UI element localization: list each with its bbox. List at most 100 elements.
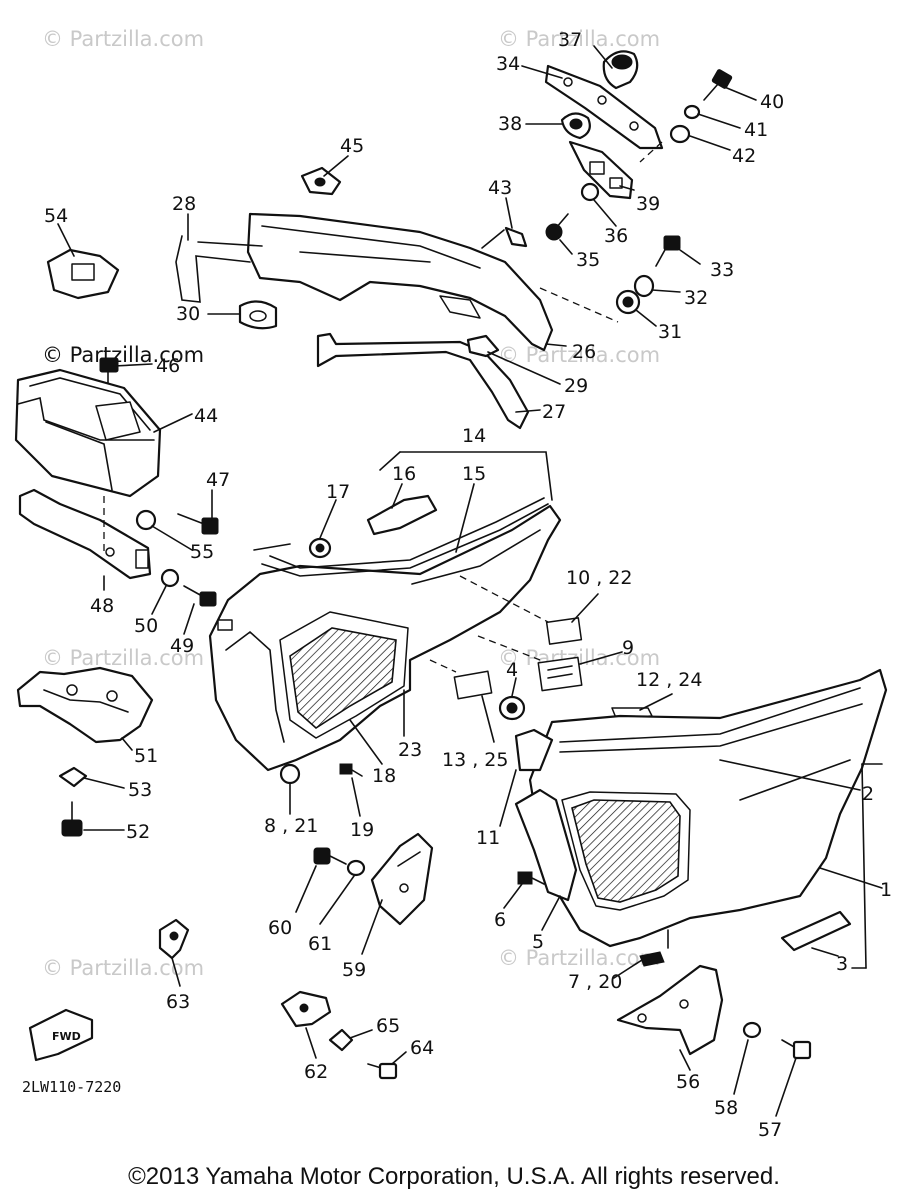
callout-50: 50 (134, 615, 158, 637)
cap-21 (279, 763, 301, 785)
bracket-54 (46, 248, 120, 300)
callout-27: 27 (542, 401, 566, 423)
callout-8-21: 8 , 21 (264, 815, 318, 837)
bolt-33 (655, 235, 681, 267)
side-cover-right (528, 668, 888, 948)
clamp-29 (466, 334, 500, 358)
damper-16 (366, 494, 438, 536)
callout-16: 16 (392, 463, 416, 485)
watermark-text: © Partzilla.com (42, 646, 204, 670)
leader-lines (57, 45, 883, 1117)
callout-60: 60 (268, 917, 292, 939)
callout-52: 52 (126, 821, 150, 843)
callout-61: 61 (308, 933, 332, 955)
callout-38: 38 (498, 113, 522, 135)
callout-10-22: 10 , 22 (566, 567, 632, 589)
callout-23: 23 (398, 739, 422, 761)
callout-49: 49 (170, 635, 194, 657)
callout-5: 5 (532, 931, 544, 953)
damper-53 (58, 766, 88, 788)
callout-43: 43 (488, 177, 512, 199)
callout-18: 18 (372, 765, 396, 787)
callout-19: 19 (350, 819, 374, 841)
nut-65 (328, 1028, 354, 1052)
trim-15 (261, 497, 549, 577)
emblem-3 (780, 910, 852, 952)
callout-65: 65 (376, 1015, 400, 1037)
callout-3: 3 (836, 953, 848, 975)
watermark-text: © Partzilla.com (42, 956, 204, 980)
grommet-17 (308, 537, 332, 559)
emblem-13 (453, 670, 493, 700)
callout-59: 59 (342, 959, 366, 981)
callout-37: 37 (558, 29, 582, 51)
callout-15: 15 (462, 463, 486, 485)
spring-18 (253, 543, 291, 551)
fwd-label: FWD (52, 1030, 81, 1043)
callout-30: 30 (176, 303, 200, 325)
callout-42: 42 (732, 145, 756, 167)
clamp-62 (280, 990, 332, 1028)
cover-26 (246, 212, 554, 352)
bolt-57 (781, 1039, 812, 1060)
bracket-5 (514, 788, 578, 902)
side-cover-left (208, 504, 562, 772)
callout-55: 55 (190, 541, 214, 563)
callout-34: 34 (496, 53, 520, 75)
callout-39: 39 (636, 193, 660, 215)
rod-27 (316, 332, 530, 430)
callout-51: 51 (134, 745, 158, 767)
callout-28: 28 (172, 193, 196, 215)
bolt-49 (183, 585, 217, 607)
bolt-35 (545, 213, 569, 241)
washer-58 (742, 1021, 762, 1039)
bracket-11 (514, 728, 554, 772)
callout-64: 64 (410, 1037, 434, 1059)
callout-26: 26 (572, 341, 596, 363)
callout-53: 53 (128, 779, 152, 801)
callout-40: 40 (760, 91, 784, 113)
diagram-code: 2LW110-7220 (22, 1078, 121, 1096)
callout-2: 2 (862, 783, 874, 805)
washer-41 (683, 104, 701, 120)
bolt-40 (703, 69, 733, 101)
bracket-56 (616, 964, 724, 1056)
bracket-59 (370, 832, 434, 926)
grommet-36 (580, 182, 600, 202)
label-9 (537, 656, 583, 692)
screw-19 (339, 763, 363, 777)
callout-54: 54 (44, 205, 68, 227)
bracket-39 (568, 140, 634, 200)
callout-13-25: 13 , 25 (442, 749, 508, 771)
callout-46: 46 (156, 355, 180, 377)
callout-47: 47 (206, 469, 230, 491)
bolt-47 (177, 513, 219, 535)
bolt-64 (367, 1062, 398, 1080)
watermark-text: © Partzilla.com (42, 27, 204, 51)
callout-57: 57 (758, 1119, 782, 1141)
grommet-4 (498, 695, 526, 721)
grommet-38 (560, 112, 591, 140)
watermark-text: © Partzilla.com (498, 946, 660, 970)
callout-7-20: 7 , 20 (568, 971, 622, 993)
clip-7 (639, 951, 665, 967)
callout-56: 56 (676, 1071, 700, 1093)
callout-6: 6 (494, 909, 506, 931)
callout-48: 48 (90, 595, 114, 617)
bolt-52 (61, 801, 83, 837)
bracket-14 (379, 451, 553, 501)
watermark-text: © Partzilla.com (42, 343, 204, 367)
screw-6 (517, 871, 545, 885)
rod-28 (175, 235, 263, 303)
clamp-63 (158, 918, 190, 960)
watermark-text: © Partzilla.com (498, 27, 660, 51)
callout-11: 11 (476, 827, 500, 849)
callout-4: 4 (506, 659, 518, 681)
battery-box-44 (14, 368, 162, 498)
collar-50 (160, 568, 180, 588)
grommet-31 (615, 289, 641, 315)
callout-32: 32 (684, 287, 708, 309)
callout-35: 35 (576, 249, 600, 271)
collar-55 (135, 509, 157, 531)
